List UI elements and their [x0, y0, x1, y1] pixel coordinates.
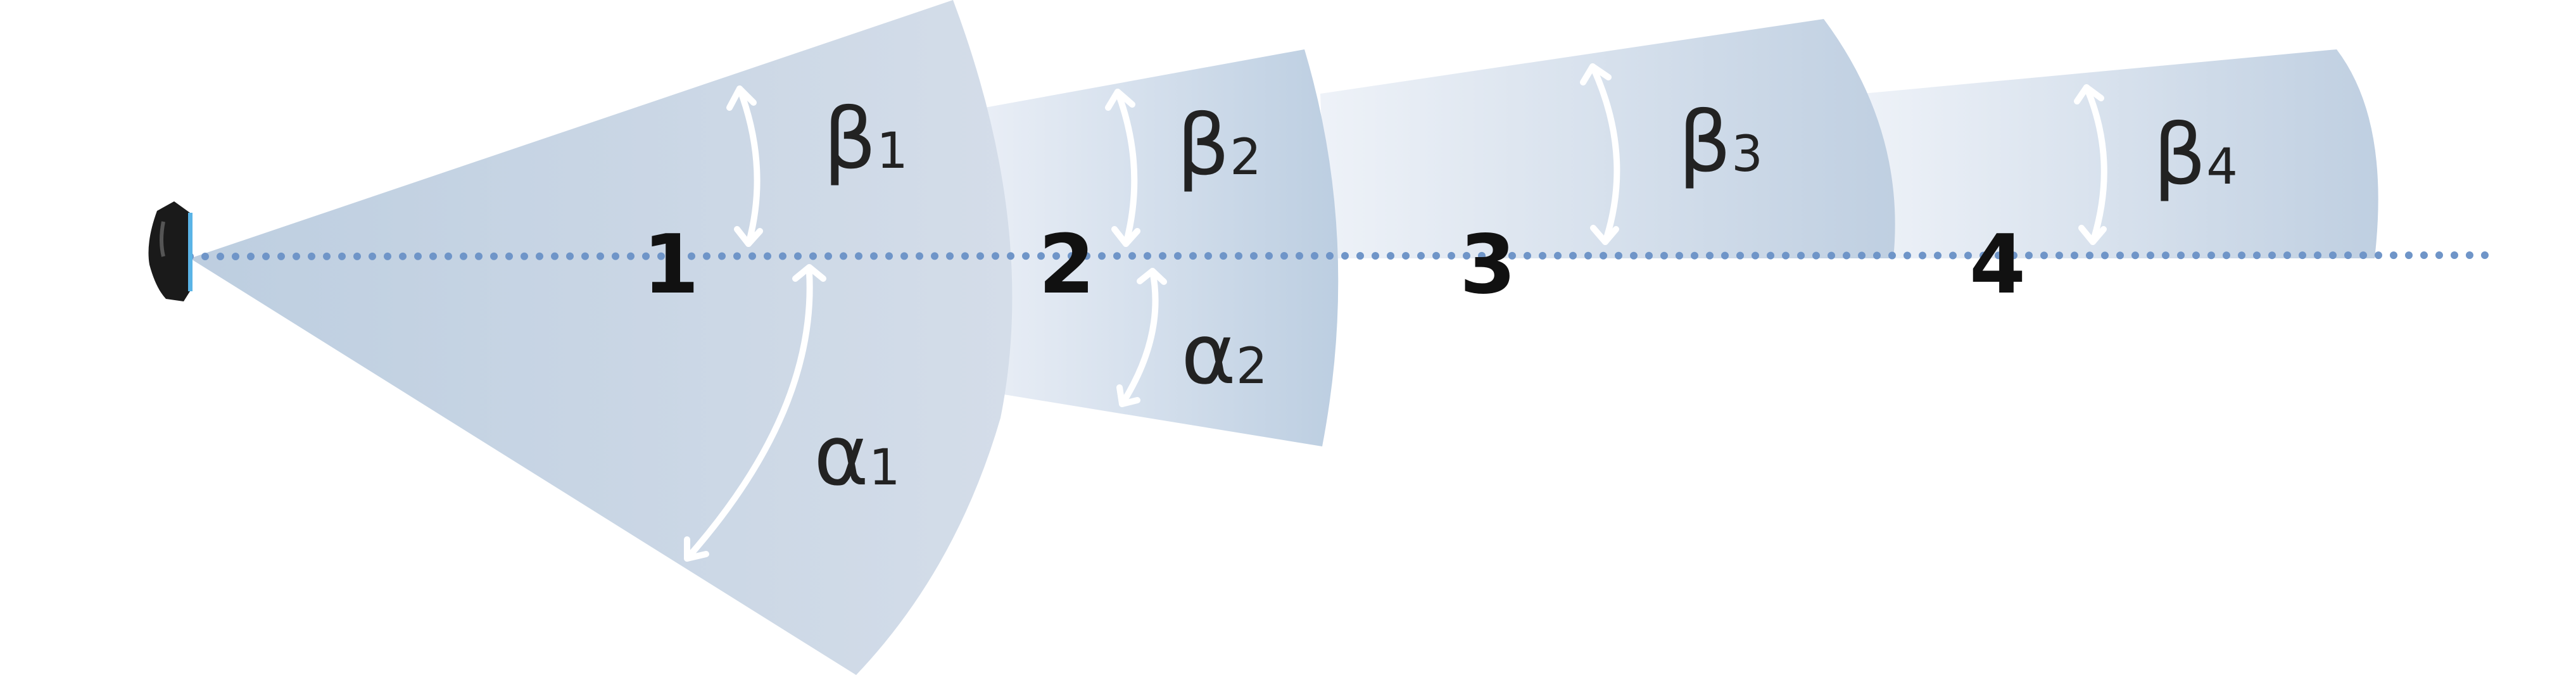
beta-3-arrow	[1580, 63, 1620, 245]
zone-2-number: 2	[1039, 218, 1095, 312]
zone-4-number: 4	[1969, 218, 2026, 312]
beta-1-arrow	[726, 85, 763, 247]
zone-3-number: 3	[1460, 218, 1516, 312]
zone-3-area	[1320, 19, 1895, 258]
beta-1-label: β1	[823, 91, 908, 188]
zone-4-area	[1862, 49, 2378, 258]
alpha-1-label: α1	[814, 407, 900, 505]
center-axis-line	[186, 251, 2496, 260]
beta-4-arrow	[2074, 84, 2107, 245]
radar-sensor-icon	[148, 201, 193, 301]
alpha-1-arrow	[684, 264, 826, 562]
beta-2-arrow	[1105, 89, 1140, 247]
beta-2-label: β2	[1177, 97, 1261, 194]
zone-1-number: 1	[643, 218, 699, 312]
zone-1-area	[190, 0, 1013, 675]
zone-2-area	[985, 49, 1339, 446]
alpha-2-label: α2	[1181, 306, 1268, 403]
beta-3-label: β3	[1678, 94, 1763, 191]
alpha-2-arrow	[1116, 268, 1167, 407]
beta-4-label: β4	[2153, 106, 2238, 204]
